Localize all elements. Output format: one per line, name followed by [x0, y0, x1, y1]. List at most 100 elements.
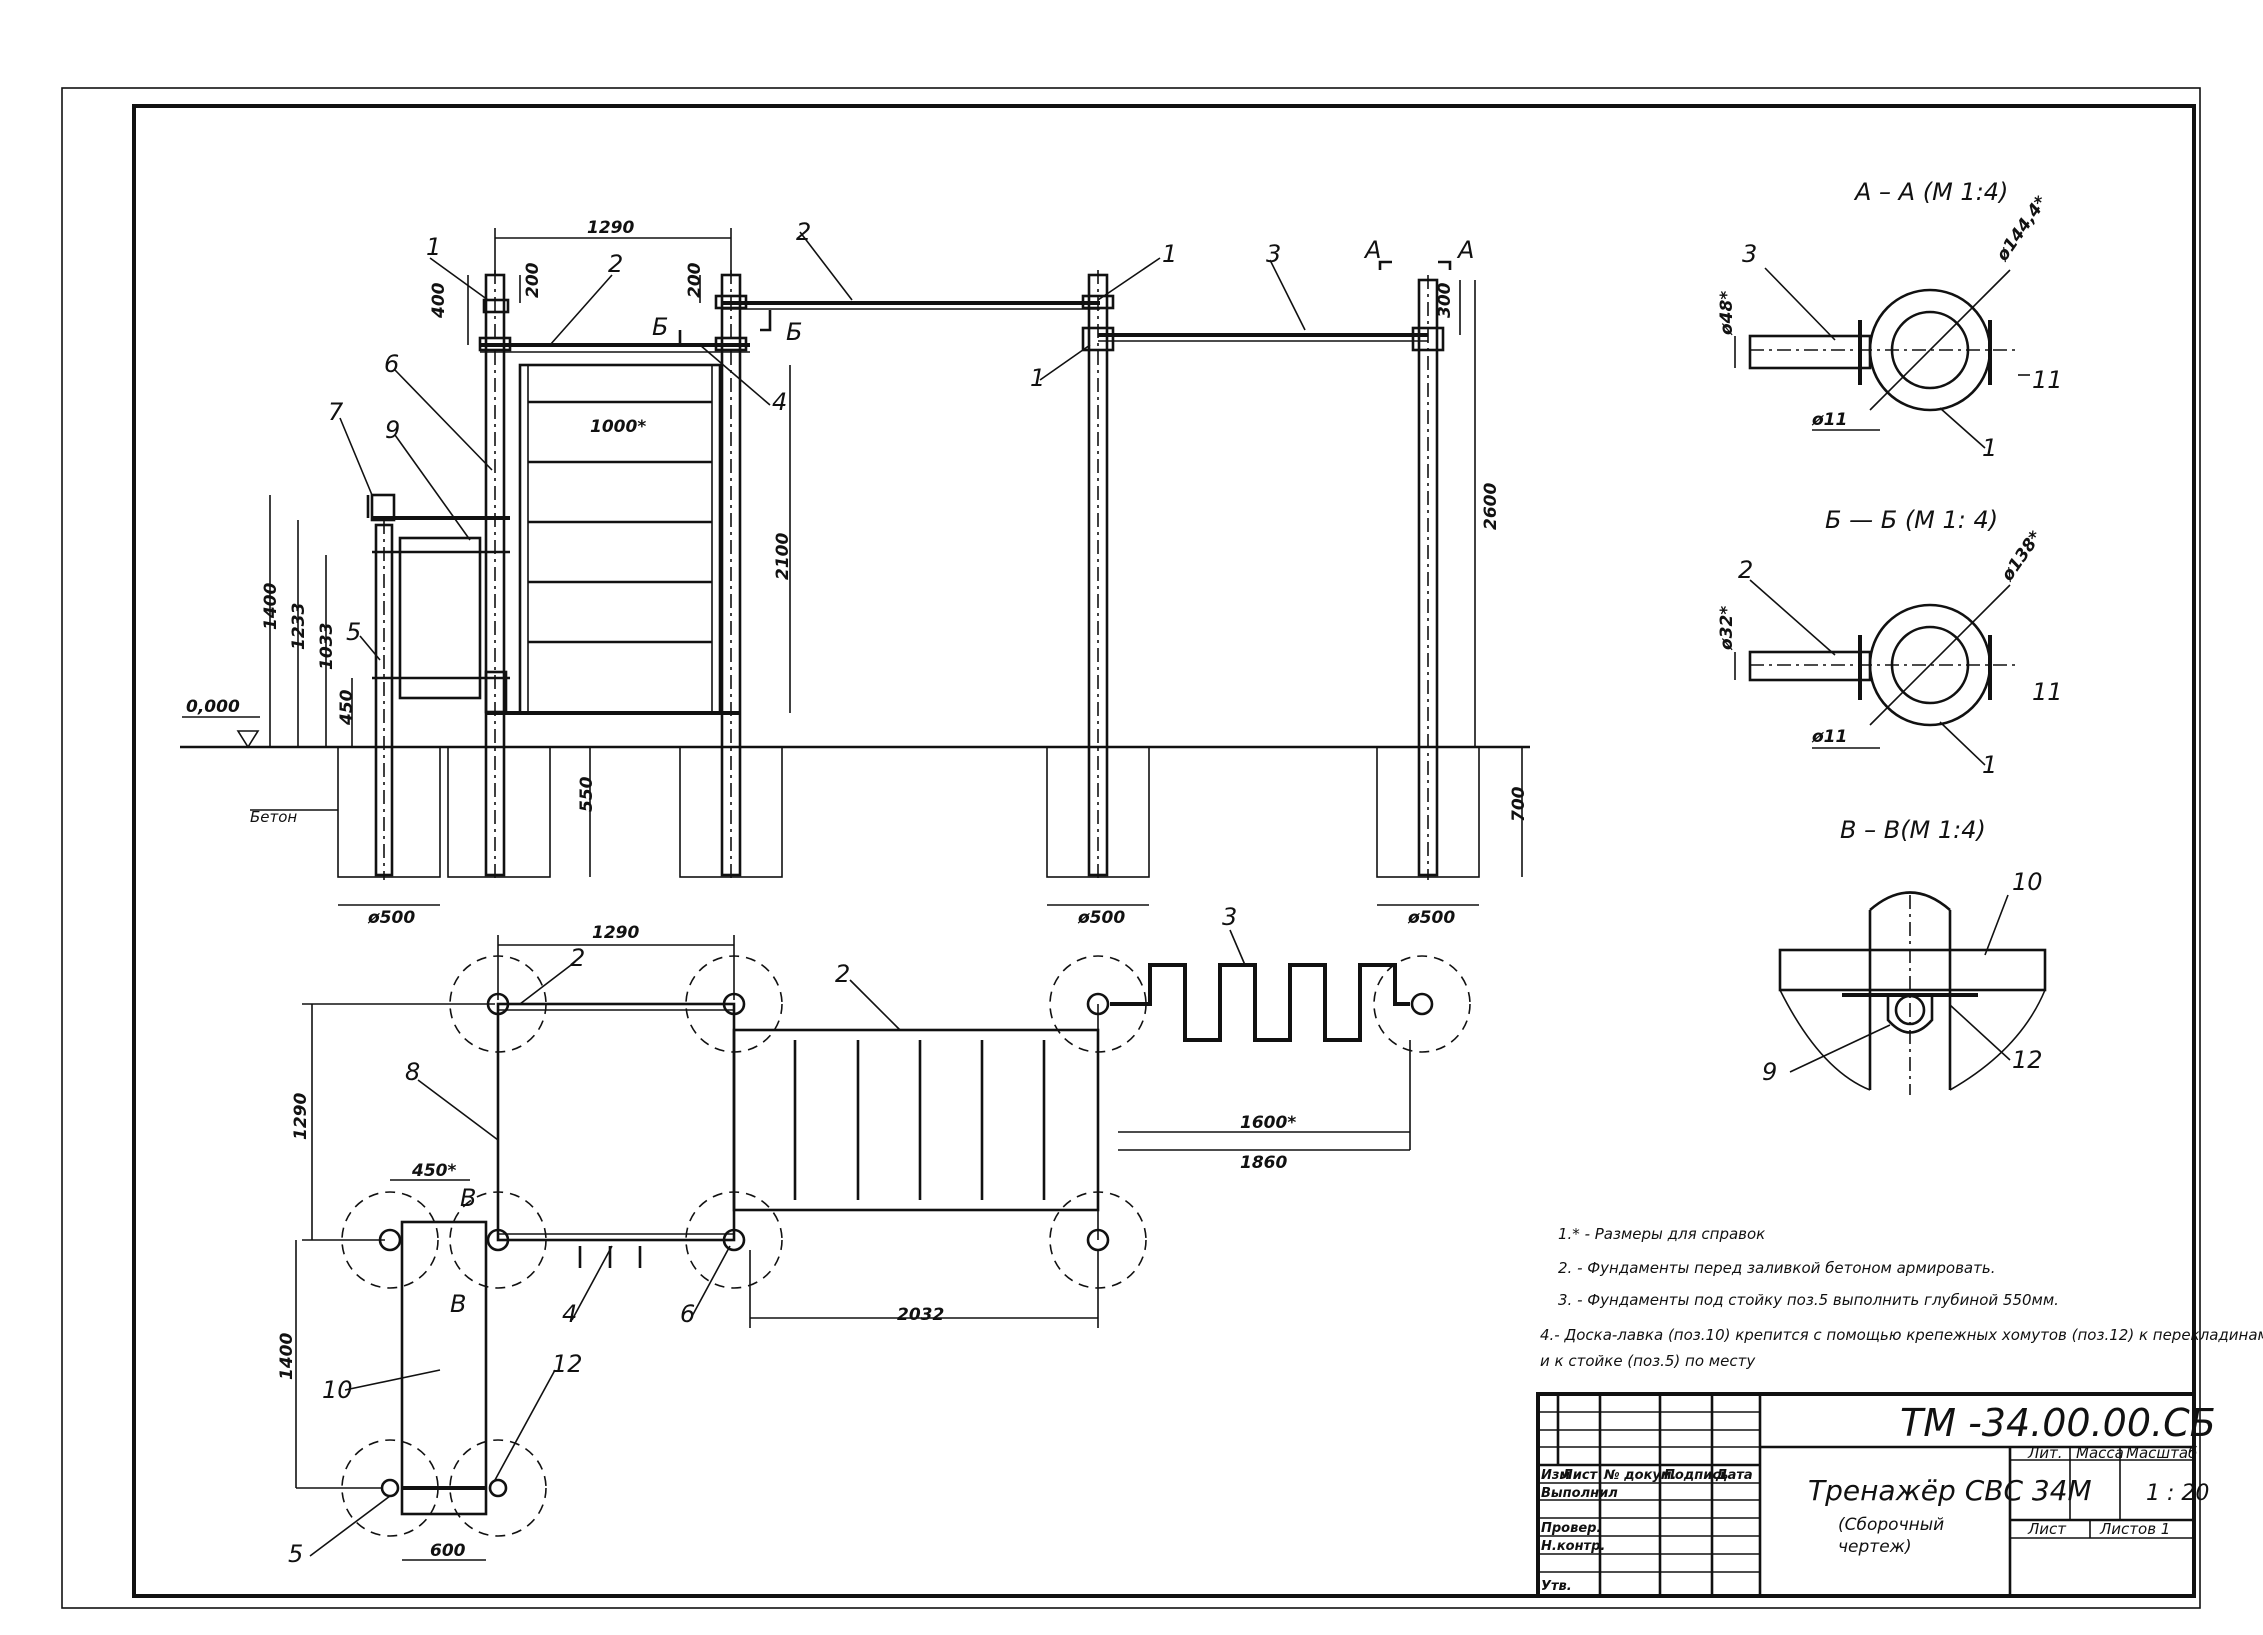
pos-7: 7: [328, 398, 344, 426]
tb-row-utv: Утв.: [1541, 1579, 1572, 1594]
pos-1-a: 1: [426, 233, 441, 261]
drawing-name: Тренажёр СВС 34М: [1808, 1474, 2092, 1507]
pos-1-c: 1: [1030, 364, 1045, 392]
plan-pos-5: 5: [288, 1540, 303, 1568]
section-mark-a-left: А: [1363, 236, 1381, 264]
drawing-subtitle-2: чертеж): [1838, 1537, 1912, 1557]
notes: 1.* - Размеры для справок 2. - Фундамент…: [1540, 1225, 2263, 1370]
plan-dim-1860: 1860: [1240, 1153, 1287, 1173]
plan-pos-4: 4: [562, 1300, 577, 1328]
dim-d500-2: ø500: [1077, 908, 1125, 928]
tb-sheet-label: Лист: [2027, 1520, 2067, 1538]
drawing-code: ТМ -34.00.00.СБ: [1900, 1401, 2216, 1445]
section-b-b: Б — Б (М 1: 4) ø138* ø32* ø11 2 11 1: [1717, 506, 2063, 779]
dim-450: 450: [337, 689, 357, 726]
section-v-v: В – В(М 1:4) 10 9 12: [1762, 816, 2047, 1095]
section-mark-b-left: Б: [652, 313, 668, 341]
vv-pos-12: 12: [2012, 1046, 2043, 1074]
wall-ladder: [486, 363, 740, 715]
tb-row-vypolnil: Выполнил: [1541, 1486, 1618, 1501]
dim-200-b: 200: [685, 262, 705, 298]
pos-9: 9: [385, 416, 400, 444]
plan-leaders: [309, 929, 1246, 1557]
aa-dim-d48: ø48*: [1717, 291, 1737, 336]
pos-5: 5: [346, 618, 361, 646]
tb-sheets-label: Листов 1: [2099, 1520, 2170, 1538]
plan-dim-600: 600: [430, 1541, 466, 1561]
dim-200-a: 200: [523, 262, 543, 298]
note-2: 2. - Фундаменты перед заливкой бетоном а…: [1558, 1259, 1995, 1277]
dim-2100: 2100: [773, 533, 793, 580]
plan-pos-2-b: 2: [835, 960, 850, 988]
plan-dimensions: [295, 935, 1411, 1561]
tb-mass-label: Масса: [2076, 1444, 2124, 1462]
tb-header-list: Лист: [1561, 1468, 1599, 1483]
dim-1033: 1033: [317, 623, 337, 670]
plan-dim-1600: 1600*: [1240, 1113, 1296, 1133]
vv-pos-9: 9: [1762, 1058, 1777, 1086]
bb-dim-d11: ø11: [1811, 727, 1847, 747]
dim-1000: 1000*: [590, 417, 646, 437]
dim-d500-3: ø500: [1407, 908, 1455, 928]
tb-header-doc: № докум.: [1603, 1468, 1676, 1483]
front-dimensions: [269, 228, 1523, 906]
plan-dim-1290-side: 1290: [291, 1093, 311, 1140]
pos-4: 4: [772, 388, 787, 416]
front-leaders: [250, 231, 1306, 811]
plan-view: 1290 1290 1600* 1860 450* 2032 1400 600 …: [277, 903, 1471, 1568]
note-4: 4.- Доска-лавка (поз.10) крепится с помо…: [1540, 1326, 2263, 1344]
plan-pos-2-a: 2: [570, 944, 585, 972]
pos-2-b: 2: [796, 218, 811, 246]
bench-board: [398, 536, 482, 700]
foundation-2: [447, 746, 551, 878]
plan-dim-2032: 2032: [897, 1305, 944, 1325]
plan-pos-10: 10: [322, 1376, 353, 1404]
plan-pos-8: 8: [405, 1058, 420, 1086]
section-vv-title: В – В(М 1:4): [1840, 816, 1986, 844]
plan-dim-1400: 1400: [277, 1333, 297, 1380]
bb-pos-2: 2: [1738, 556, 1753, 584]
title-block-grid: [1538, 1394, 1760, 1596]
sheet-outer-border: [61, 87, 2201, 1609]
dim-d500-1: ø500: [367, 908, 415, 928]
foundations: [337, 746, 1480, 878]
plan-zigzag-3: [1110, 963, 1410, 1042]
foundation-1: [337, 746, 441, 878]
plan-dim-450: 450*: [411, 1161, 456, 1181]
dim-300: 300: [1435, 282, 1455, 318]
posts: [374, 270, 1439, 880]
dim-400: 400: [429, 282, 449, 319]
plan-pos-12: 12: [552, 1350, 583, 1378]
dim-1400: 1400: [261, 583, 281, 630]
front-view: 0,000: [180, 218, 1530, 928]
tb-header-sign: Подпись: [1664, 1468, 1728, 1483]
drawing-scale: 1 : 20: [2146, 1481, 2209, 1506]
plan-dim-1290-top: 1290: [592, 923, 639, 943]
note-3: 3. - Фундаменты под стойку поз.5 выполни…: [1558, 1291, 2059, 1309]
plan-section-mark-v-bottom: В: [450, 1290, 466, 1318]
dim-550: 550: [577, 776, 597, 812]
dim-1233: 1233: [289, 603, 309, 650]
tb-scale-label: Масштаб: [2126, 1444, 2197, 1462]
pos-2-a: 2: [608, 250, 623, 278]
plan-section-mark-v-top: В: [460, 1184, 476, 1212]
dim-2600: 2600: [1481, 483, 1501, 530]
section-aa-title: А – А (М 1:4): [1853, 178, 2008, 206]
bb-dim-d138: ø138*: [1997, 527, 2046, 585]
plan-frame-8: [496, 1002, 736, 1242]
pos-6: 6: [384, 350, 399, 378]
aa-pos-11: 11: [2032, 366, 2063, 394]
section-bb-title: Б — Б (М 1: 4): [1825, 506, 1998, 534]
concrete-label: Бетон: [250, 808, 297, 826]
plan-posts: [378, 992, 1434, 1498]
section-mark-b-right: Б: [786, 318, 802, 346]
bb-pos-1: 1: [1982, 751, 1997, 779]
tb-lit-label: Лит.: [2027, 1444, 2063, 1462]
frame-border: [132, 104, 2196, 1598]
tb-row-nkontr: Н.контр.: [1541, 1539, 1605, 1554]
pos-1-b: 1: [1162, 240, 1177, 268]
plan-pos-3: 3: [1222, 903, 1237, 931]
section-a-a: А – А (М 1:4) ø144,4* ø48* ø11 3 11 1: [1717, 178, 2063, 462]
